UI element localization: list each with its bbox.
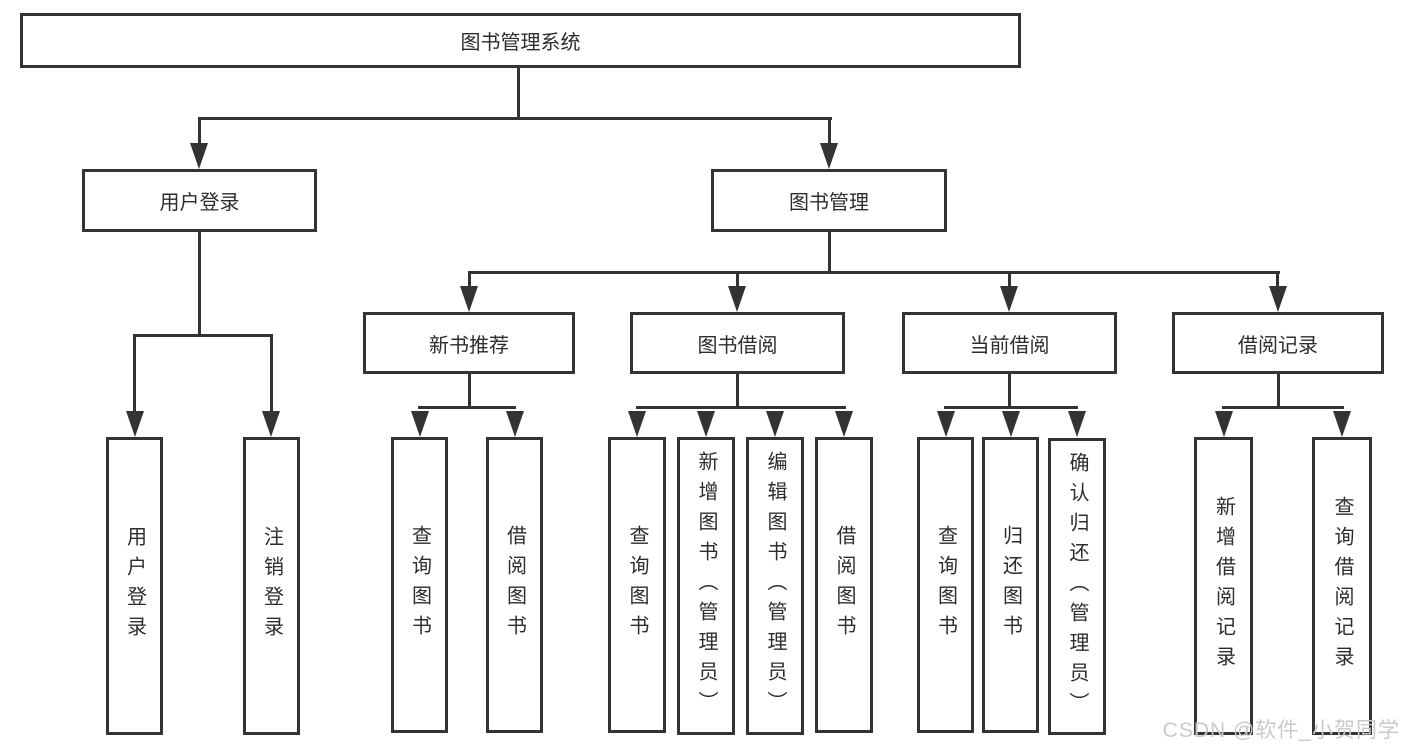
- leaf-label: 查询图书: [934, 525, 957, 645]
- leaf-edit-books-admin: 编辑图书（管理员）: [746, 437, 804, 735]
- leaf-label: 查询图书: [626, 525, 648, 645]
- connector-book-borrow-rail: [636, 406, 846, 409]
- node-user-login: 用户登录: [82, 169, 317, 232]
- leaf-label: 编辑图书（管理员）: [764, 451, 786, 721]
- leaf-borrow-books: 借阅图书: [815, 437, 873, 733]
- node-label: 用户登录: [159, 192, 240, 214]
- arrow-down-icon: [697, 411, 715, 437]
- node-book-borrowing: 图书借阅: [630, 312, 845, 374]
- arrow-down-icon: [411, 411, 429, 437]
- node-label: 图书借阅: [697, 334, 778, 357]
- arrow-down-icon: [1002, 411, 1020, 437]
- connector-borrow-records-rail: [1222, 406, 1344, 409]
- connector-book-mgmt-stem: [828, 120, 831, 143]
- arrow-down-icon: [1068, 411, 1086, 437]
- arrow-down-icon: [1269, 286, 1287, 312]
- node-borrowing-records: 借阅记录: [1172, 312, 1384, 374]
- connector-book-borrow-down: [736, 374, 739, 409]
- node-label: 图书管理: [789, 192, 869, 214]
- connector-module-stem: [468, 274, 471, 287]
- leaf-user-login: 用户登录: [106, 437, 163, 735]
- connector-module-stem: [736, 274, 739, 287]
- leaf-label: 查询借阅记录: [1331, 496, 1353, 676]
- leaf-newrec-query-books: 查询图书: [391, 437, 448, 733]
- arrow-down-icon: [835, 411, 853, 437]
- leaf-label: 借阅图书: [833, 525, 855, 645]
- connector-user-login-rail: [133, 334, 273, 337]
- arrow-down-icon: [1333, 411, 1351, 437]
- arrow-down-icon: [1215, 411, 1233, 437]
- leaf-return-books: 归还图书: [982, 437, 1039, 733]
- connector-book-mgmt-rail: [468, 271, 1280, 274]
- leaf-label: 归还图书: [999, 525, 1022, 645]
- node-book-management: 图书管理: [711, 169, 947, 232]
- arrow-down-icon: [190, 143, 208, 169]
- node-library-management-system: 图书管理系统: [20, 13, 1021, 68]
- leaf-borrow-query-books: 查询图书: [608, 437, 666, 733]
- node-label: 借阅记录: [1238, 334, 1318, 357]
- arrow-down-icon: [937, 411, 955, 437]
- connector-user-login-stem: [198, 120, 201, 143]
- leaf-logout: 注销登录: [243, 437, 300, 735]
- leaf-query-borrow-record: 查询借阅记录: [1312, 437, 1372, 735]
- arrow-down-icon: [628, 411, 646, 437]
- connector-borrow-records-down: [1277, 374, 1280, 409]
- arrow-down-icon: [728, 286, 746, 312]
- node-new-book-recommend: 新书推荐: [363, 312, 575, 374]
- arrow-down-icon: [506, 411, 524, 437]
- connector-leaf-stem: [270, 337, 273, 411]
- arrow-down-icon: [820, 143, 838, 169]
- connector-root-rail: [198, 117, 832, 120]
- arrow-down-icon: [262, 411, 280, 437]
- connector-current-borrow-rail: [944, 406, 1078, 409]
- connector-leaf-stem: [133, 337, 136, 411]
- arrow-down-icon: [766, 411, 784, 437]
- arrow-down-icon: [460, 286, 478, 312]
- connector-book-mgmt-down: [828, 232, 831, 274]
- connector-new-book-down: [468, 374, 471, 409]
- leaf-label: 用户登录: [123, 526, 146, 646]
- leaf-label: 借阅图书: [503, 525, 526, 645]
- leaf-add-borrow-record: 新增借阅记录: [1194, 437, 1253, 735]
- leaf-label: 新增借阅记录: [1212, 496, 1235, 676]
- arrow-down-icon: [126, 411, 144, 437]
- leaf-add-books-admin: 新增图书（管理员）: [677, 437, 735, 735]
- connector-module-stem: [1008, 274, 1011, 287]
- connector-new-book-rail: [418, 406, 516, 409]
- node-label: 新书推荐: [429, 334, 509, 357]
- arrow-down-icon: [1000, 286, 1018, 312]
- connector-current-borrow-down: [1008, 374, 1011, 409]
- connector-root-stem: [517, 68, 520, 120]
- csdn-watermark: CSDN @软件_小贺同学: [1162, 719, 1400, 742]
- leaf-label: 注销登录: [260, 526, 283, 646]
- leaf-newrec-borrow-books: 借阅图书: [486, 437, 543, 733]
- leaf-current-query-books: 查询图书: [917, 437, 974, 733]
- leaf-label: 新增图书（管理员）: [695, 451, 717, 721]
- node-current-borrowing: 当前借阅: [902, 312, 1117, 374]
- node-label: 图书管理系统: [460, 32, 581, 54]
- node-label: 当前借阅: [969, 334, 1050, 357]
- connector-module-stem: [1276, 274, 1279, 287]
- leaf-label: 查询图书: [408, 525, 431, 645]
- connector-user-login-down: [198, 232, 201, 337]
- leaf-label: 确认归还（管理员）: [1066, 451, 1088, 722]
- leaf-confirm-return-admin: 确认归还（管理员）: [1048, 438, 1106, 735]
